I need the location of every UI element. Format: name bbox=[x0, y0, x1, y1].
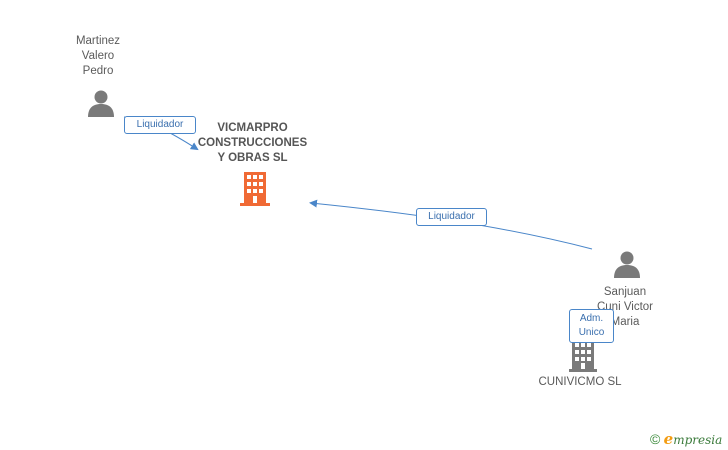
brand-logo-text: mpresia bbox=[673, 433, 723, 447]
brand-footer: © empresia bbox=[650, 430, 722, 448]
person-name-sanjuan[interactable]: Sanjuan Cuni Victor Maria bbox=[596, 286, 654, 328]
edge-label-liquidador-2[interactable]: Liquidador bbox=[416, 208, 487, 226]
company-name-vicmarpro[interactable]: VICMARPRO CONSTRUCCIONES Y OBRAS SL bbox=[197, 122, 308, 164]
person-icon[interactable] bbox=[612, 250, 642, 278]
person-icon[interactable] bbox=[86, 89, 116, 117]
person-name-martinez[interactable]: Martinez Valero Pedro bbox=[75, 35, 121, 77]
edge-label-liquidador-1[interactable]: Liquidador bbox=[124, 116, 196, 134]
edge-label-adm-unico[interactable]: Adm. Unico bbox=[569, 309, 614, 343]
building-icon[interactable] bbox=[568, 340, 598, 372]
building-icon[interactable] bbox=[239, 172, 271, 206]
copyright-symbol: © bbox=[650, 431, 661, 447]
company-name-cunivicmo[interactable]: CUNIVICMO SL bbox=[538, 376, 622, 388]
brand-logo-initial: e bbox=[663, 430, 674, 448]
